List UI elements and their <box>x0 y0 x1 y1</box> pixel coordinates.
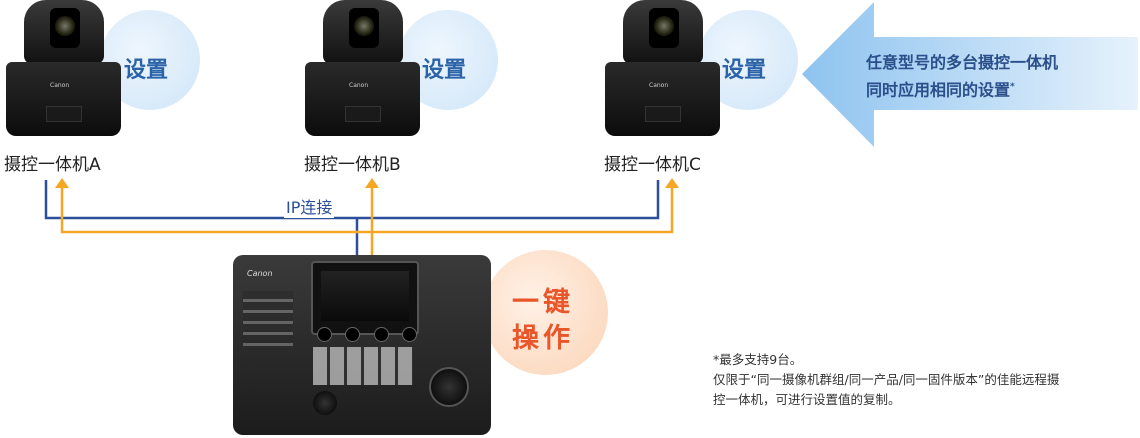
remote-controller: Canon <box>233 255 491 435</box>
arrow-text-line2: 同时应用相同的设置 <box>866 80 1011 100</box>
footnote-line2: 仅限于“同一摄像机群组/同一产品/同一固件版本”的佳能远程摄 <box>713 372 1060 387</box>
apply-settings-arrow <box>802 2 1138 147</box>
ip-line <box>44 180 660 220</box>
camera-label-b: 摄控一体机B <box>304 155 401 175</box>
controller-knobs <box>317 327 417 342</box>
setting-label-c: 设置 <box>722 58 767 83</box>
camera-c: Canon <box>605 0 720 140</box>
arrowhead-c <box>665 178 679 188</box>
camera-label-a: 摄控一体机A <box>4 155 101 175</box>
joystick <box>429 367 469 407</box>
camera-logo: Canon <box>649 82 669 89</box>
camera-b: Canon <box>305 0 420 140</box>
footnote: *最多支持9台。 仅限于“同一摄像机群组/同一产品/同一固件版本”的佳能远程摄 … <box>713 350 1059 410</box>
arrow-text: 任意型号的多台摄控一体机 同时应用相同的设置* <box>866 50 1058 102</box>
one-touch-label: 一键 操作 <box>512 285 574 357</box>
footnote-line1: *最多支持9台。 <box>713 352 803 367</box>
ip-connection-label: IP连接 <box>284 194 335 218</box>
footnote-line3: 控一体机，可进行设置值的复制。 <box>713 392 901 407</box>
camera-a: Canon <box>6 0 121 140</box>
arrow-asterisk: * <box>1010 82 1015 92</box>
camera-logo: Canon <box>349 82 369 89</box>
arrowhead-b <box>365 178 379 188</box>
one-touch-line2: 操作 <box>512 323 574 354</box>
setting-label-b: 设置 <box>422 58 467 83</box>
control-line <box>60 185 674 234</box>
camera-label-c: 摄控一体机C <box>604 155 701 175</box>
controller-screen <box>311 261 419 335</box>
side-buttons <box>243 291 293 351</box>
zoom-knob <box>313 391 337 415</box>
one-touch-line1: 一键 <box>512 287 574 318</box>
controller-logo: Canon <box>247 269 273 278</box>
arrowhead-a <box>55 178 69 188</box>
camera-logo: Canon <box>50 82 70 89</box>
arrow-text-line1: 任意型号的多台摄控一体机 <box>866 53 1059 72</box>
one-touch-circle <box>483 250 608 375</box>
controller-buttons <box>313 347 413 385</box>
setting-label-a: 设置 <box>124 58 169 83</box>
